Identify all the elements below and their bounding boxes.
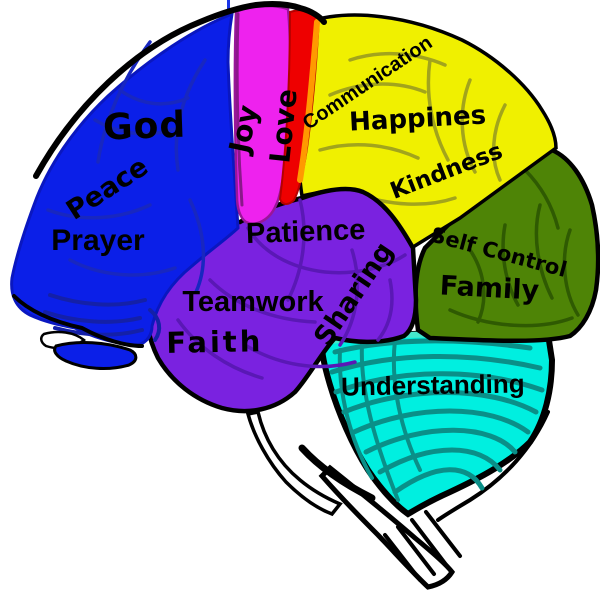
stray-mark (227, 0, 230, 13)
label-faith: Faith (166, 324, 264, 360)
label-patience: Patience (246, 214, 366, 250)
label-god: God (102, 105, 186, 149)
joy-band-shape (227, 0, 292, 225)
label-teamwork: Teamwork (182, 286, 324, 318)
orange-edge (297, 19, 320, 183)
parietal-sulci (318, 51, 507, 206)
label-family: Family (439, 270, 540, 306)
top-outline (33, 1, 327, 179)
occipital-lobe-shape (413, 147, 600, 344)
cerebellum-folia (329, 338, 545, 502)
parietal-lobe-shape (295, 13, 558, 250)
label-prayer: Prayer (51, 224, 145, 257)
brainstem-shape (245, 409, 550, 590)
cerebellum-shape (318, 324, 556, 518)
brainstem-striations (383, 510, 462, 582)
label-happines: Happines (348, 100, 486, 137)
label-love: Love (263, 87, 304, 164)
occipital-sulci (448, 168, 580, 328)
temporal-sulci (176, 198, 407, 380)
frontal-lower-blob (53, 341, 138, 370)
label-understanding: Understanding (341, 368, 525, 401)
